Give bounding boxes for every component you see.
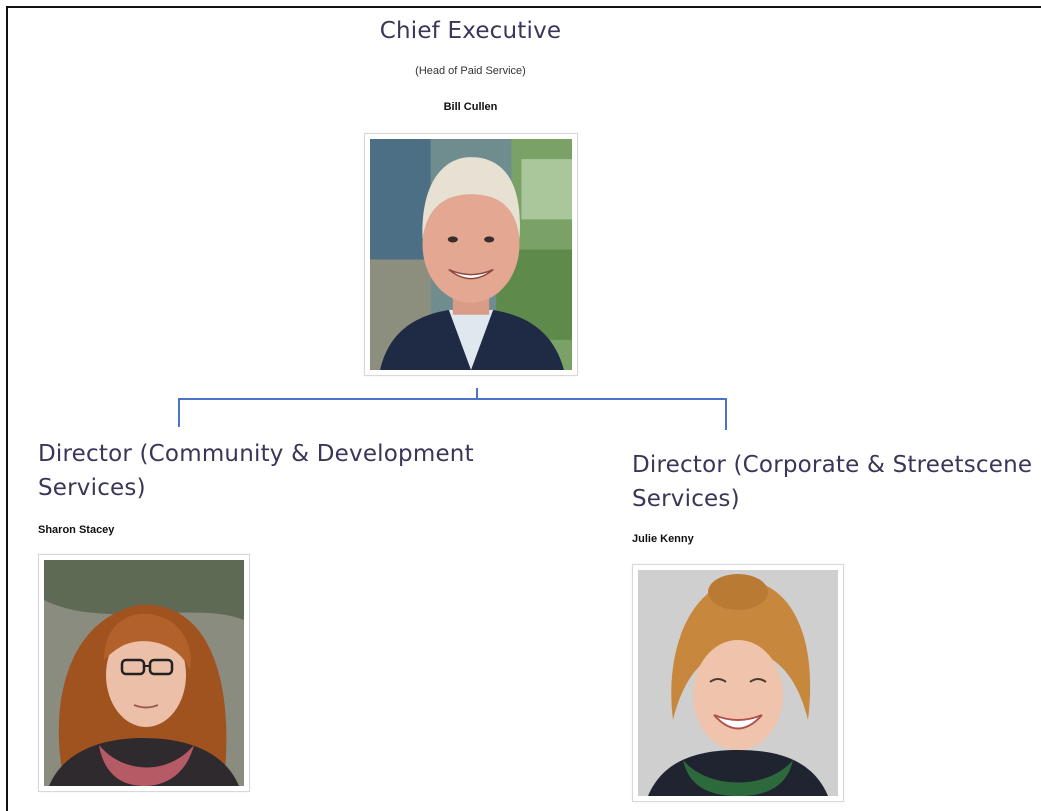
director-community-title-line2: Services) (38, 475, 146, 501)
director-community-photo (38, 554, 250, 792)
director-corporate-photo (632, 564, 844, 802)
director-community-name: Sharon Stacey (38, 524, 115, 536)
director-community-title: Director (Community & Development Servic… (38, 437, 558, 505)
director-corporate-title-line2: Services) (632, 486, 740, 512)
man-portrait-image (370, 139, 572, 370)
page-frame (6, 6, 1041, 811)
director-community-title-line1: Director (Community & Development (38, 441, 474, 467)
woman-smiling-portrait-image (638, 570, 838, 796)
chief-executive-name: Bill Cullen (443, 101, 498, 113)
woman-glasses-portrait-image (44, 560, 244, 786)
director-corporate-title: Director (Corporate & Streetscene (632, 452, 1033, 478)
chief-executive-subtitle: (Head of Paid Service) (415, 65, 526, 77)
chief-executive-title: Chief Executive (379, 18, 562, 44)
director-corporate-name: Julie Kenny (632, 533, 694, 545)
chief-executive-photo (364, 133, 578, 376)
